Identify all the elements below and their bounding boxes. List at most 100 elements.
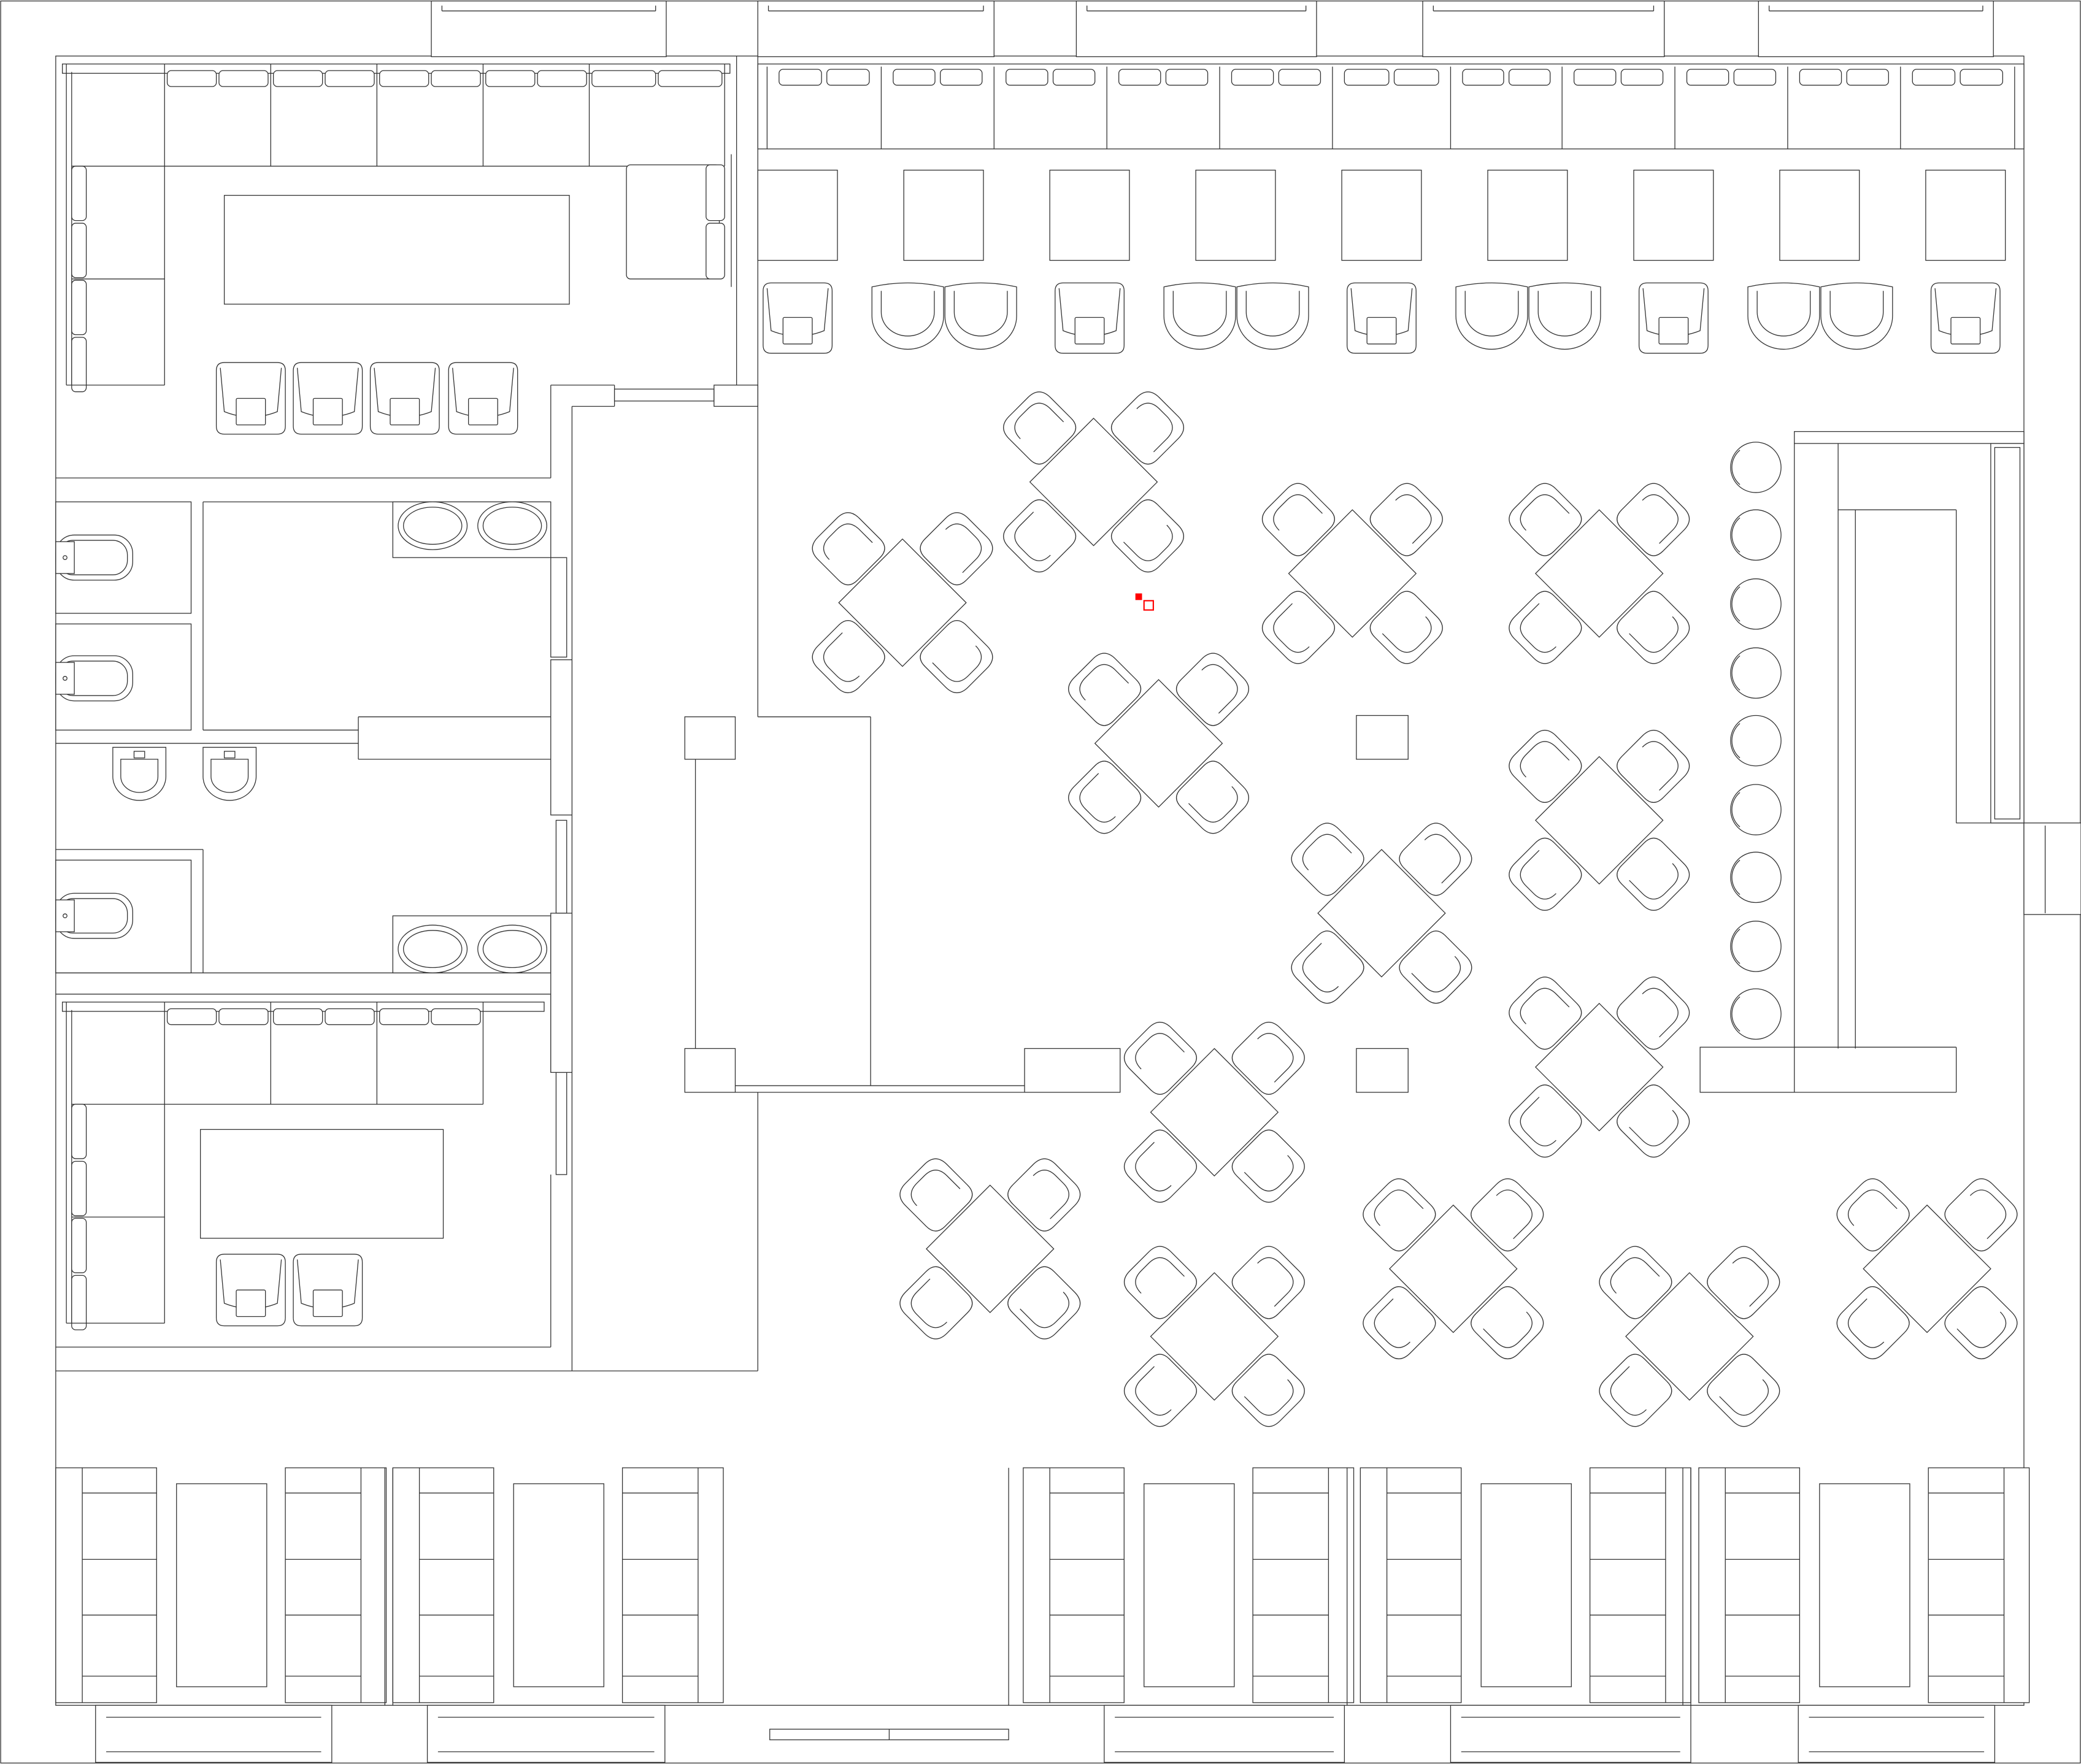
chair-icon: [1123, 1246, 1197, 1319]
sink-icon: [398, 501, 468, 550]
cushion: [325, 70, 375, 87]
table: [1029, 418, 1158, 546]
table-set: [1123, 1021, 1305, 1203]
chair-icon: [812, 620, 885, 694]
cushion: [1006, 69, 1048, 86]
chair-icon: [1617, 483, 1690, 556]
tank: [55, 662, 75, 695]
armchair-icon: [763, 282, 833, 354]
table: [926, 1184, 1055, 1313]
cushion: [1912, 69, 1956, 86]
chair-icon: [1944, 1178, 2018, 1252]
bar-stool-icon: [1730, 784, 1782, 835]
chair-seat: [1014, 512, 1051, 561]
chair-seat: [1136, 402, 1173, 453]
cushion: [166, 1008, 217, 1026]
tub-chair-icon: [1236, 282, 1309, 350]
chair-icon: [899, 1266, 973, 1340]
chair-seat: [1610, 1257, 1660, 1294]
table-set: [1509, 483, 1690, 664]
chair-icon: [1836, 1178, 1910, 1252]
chair-seat: [1257, 1033, 1294, 1083]
chair-back: [899, 1158, 973, 1232]
chair-seat: [1732, 1257, 1769, 1307]
basin: [398, 924, 468, 973]
stool-back: [1731, 792, 1741, 827]
cushion: [1344, 69, 1390, 86]
chair-back: [1123, 1129, 1197, 1203]
cushion: [236, 397, 266, 426]
tub-chair-icon: [1820, 282, 1893, 350]
window: [426, 1705, 666, 1763]
chair-icon: [1471, 1286, 1544, 1360]
cushion: [325, 1008, 375, 1026]
chair-seat: [1411, 956, 1461, 992]
cushion: [1950, 316, 1981, 345]
chair-icon: [1175, 761, 1249, 834]
bowl: [210, 759, 249, 793]
chair-seat: [1847, 1298, 1885, 1348]
cushion: [166, 70, 217, 87]
windows: [95, 0, 1996, 1763]
table: [1534, 509, 1664, 638]
wall-segment: [550, 913, 573, 1073]
chair-icon: [1617, 591, 1690, 664]
table-set: [1261, 483, 1443, 664]
booth-table: [513, 1483, 604, 1687]
booth-bench: [1023, 1467, 1125, 1703]
chair-seat: [1483, 1311, 1533, 1348]
chair-back: [1175, 653, 1249, 726]
bar-stool-icon: [1730, 851, 1782, 903]
chair-seat: [1395, 494, 1432, 544]
chair-icon: [1363, 1286, 1436, 1360]
cushion: [1165, 69, 1209, 86]
cushion: [1620, 69, 1664, 86]
cushion: [467, 397, 498, 426]
door: [614, 388, 715, 402]
table-set: [1836, 1178, 2018, 1360]
table-set: [1291, 823, 1472, 1004]
chair: [1236, 282, 1309, 350]
tank: [55, 541, 75, 574]
chair-icon: [899, 1158, 973, 1232]
booth-set: [1360, 1467, 1691, 1703]
chair-back: [1369, 591, 1443, 664]
cushion: [1799, 69, 1842, 86]
column: [684, 1048, 736, 1093]
chair-icon: [1617, 729, 1690, 803]
chair-seat: [1020, 1292, 1069, 1329]
chair-icon: [1599, 1246, 1672, 1319]
booth-table: [1480, 1483, 1572, 1687]
chair-back: [1231, 1354, 1305, 1427]
chair: [871, 282, 944, 350]
door: [555, 1072, 567, 1175]
stool: [1730, 715, 1782, 767]
chair-back: [920, 620, 993, 694]
table: [1288, 509, 1417, 638]
chair-icon: [1617, 837, 1690, 911]
chair-back: [1123, 1021, 1197, 1095]
bar-stool-icon: [1730, 715, 1782, 767]
urinal-icon: [112, 746, 167, 801]
chair-back: [1369, 483, 1443, 556]
chair-icon: [1175, 653, 1249, 726]
flush: [223, 751, 236, 759]
cushion: [272, 1008, 323, 1026]
chair-icon: [1291, 930, 1364, 1004]
chair-back: [1509, 729, 1582, 803]
armchair-icon: [448, 362, 518, 435]
cushion: [312, 397, 343, 426]
cushion: [1052, 69, 1096, 86]
selection-marker-icon[interactable]: [1135, 593, 1154, 611]
chair-icon: [920, 512, 993, 586]
cushion: [485, 70, 536, 87]
table-set: [1123, 1246, 1305, 1427]
tub-chair-icon: [871, 282, 944, 350]
chair-icon: [1007, 1158, 1081, 1232]
chair-back: [1599, 1246, 1672, 1319]
bar-stool-icon: [1730, 442, 1782, 493]
booth-set: [392, 1467, 724, 1703]
chair-icon: [1509, 837, 1582, 911]
urinal: [112, 746, 167, 801]
chair-seat: [1188, 786, 1238, 823]
